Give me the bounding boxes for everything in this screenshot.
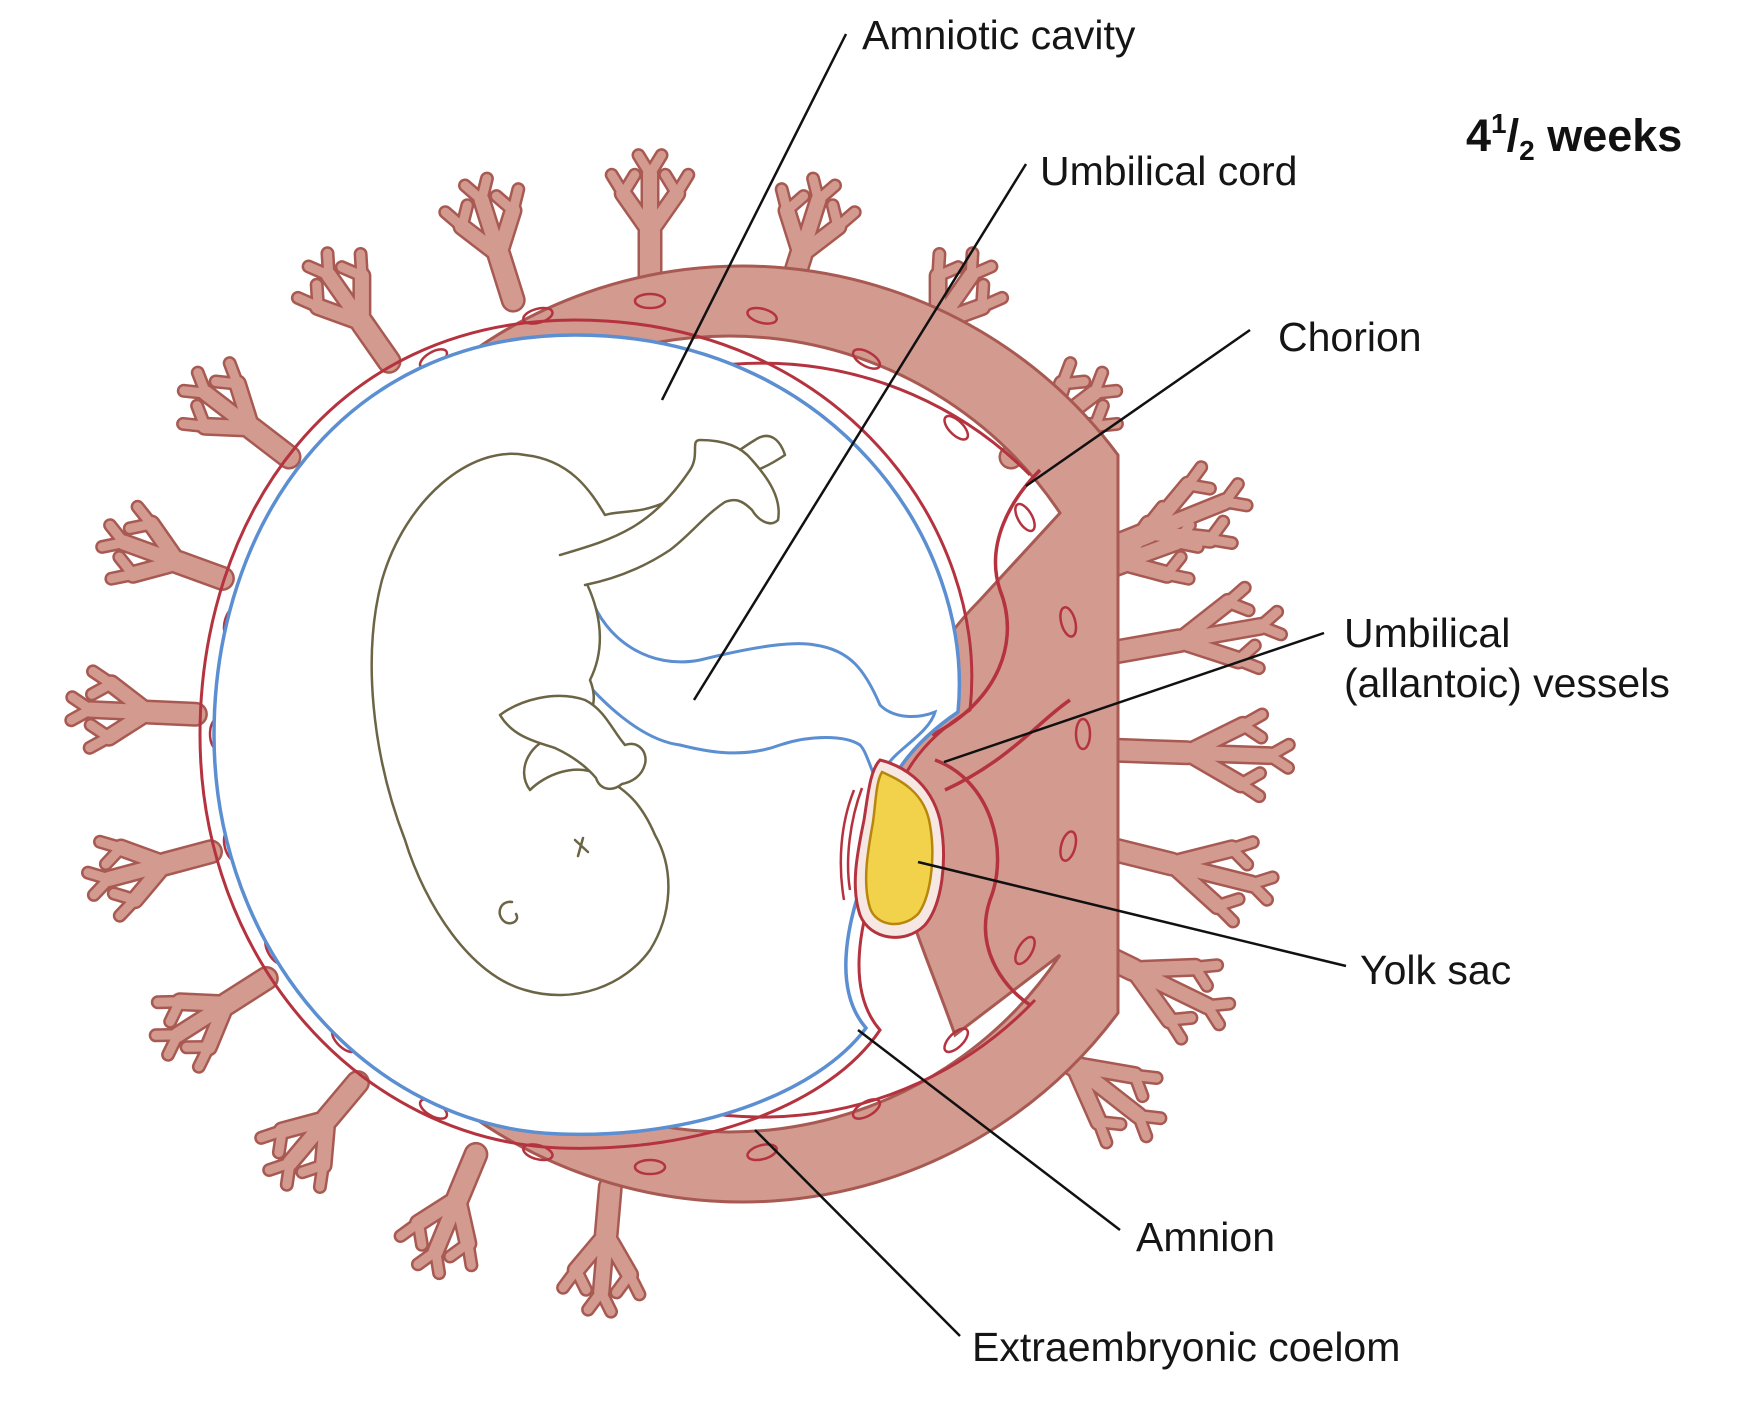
villus-branch xyxy=(1243,725,1261,737)
villus-branch xyxy=(100,842,121,848)
villus-branch xyxy=(226,979,266,1004)
villus-branch xyxy=(482,179,487,200)
stage-title: 41/2 weeks xyxy=(1466,108,1682,167)
villus-branch xyxy=(93,671,111,683)
villus-branch xyxy=(1120,750,1188,752)
villus-branch xyxy=(1241,784,1259,796)
label-amniotic-cavity: Amniotic cavity xyxy=(862,10,1135,60)
villus-branch xyxy=(1188,485,1210,489)
villus-branch xyxy=(1210,539,1232,543)
label-umbilical-vessels-line1: Umbilical xyxy=(1344,608,1670,658)
villus-branch xyxy=(1094,391,1116,393)
villus-branch xyxy=(1179,641,1238,660)
villus-branch xyxy=(513,189,518,210)
label-umbilical-cord: Umbilical cord xyxy=(1040,146,1297,196)
villus-branch xyxy=(462,205,467,226)
villus-branch xyxy=(165,852,211,864)
villus-branch xyxy=(361,254,362,276)
label-yolk-sac: Yolk sac xyxy=(1360,945,1511,995)
villus-branch xyxy=(563,1270,576,1288)
stage-title-unit: weeks xyxy=(1547,110,1682,161)
stage-title-denominator: 2 xyxy=(1519,135,1535,166)
villus-branch xyxy=(1225,502,1247,506)
villus-branch xyxy=(91,725,109,737)
villus-branch xyxy=(1270,756,1288,768)
villus-branch xyxy=(114,894,135,900)
label-extraembryonic-coelom: Extraembryonic coelom xyxy=(972,1322,1400,1372)
villus-branch xyxy=(148,712,195,714)
chorionic-lacuna xyxy=(1011,501,1038,534)
villus-branch xyxy=(327,1083,357,1119)
stage-title-numerator: 1 xyxy=(1491,108,1507,139)
villus-branch xyxy=(328,253,329,275)
villus-branch xyxy=(606,1187,610,1234)
label-amnion: Amnion xyxy=(1136,1212,1275,1262)
label-chorion: Chorion xyxy=(1278,312,1422,362)
label-umbilical-vessels-line2: (allantoic) vessels xyxy=(1344,658,1670,708)
villus-branch xyxy=(180,1002,227,1004)
villus-branch xyxy=(1113,641,1179,653)
label-umbilical-vessels: Umbilical (allantoic) vessels xyxy=(1344,608,1670,708)
villus-branch xyxy=(362,323,389,362)
villus-branch xyxy=(317,285,318,307)
villus-branch xyxy=(88,873,109,879)
villus-branch xyxy=(1063,382,1085,384)
villus-branch xyxy=(1148,533,1210,540)
villus-branch xyxy=(499,255,513,300)
villus-branch xyxy=(252,428,290,457)
villus-branch xyxy=(121,848,165,864)
villus-branch xyxy=(617,1275,630,1293)
stage-title-whole: 4 xyxy=(1466,110,1491,161)
villus-branch xyxy=(1167,574,1189,578)
